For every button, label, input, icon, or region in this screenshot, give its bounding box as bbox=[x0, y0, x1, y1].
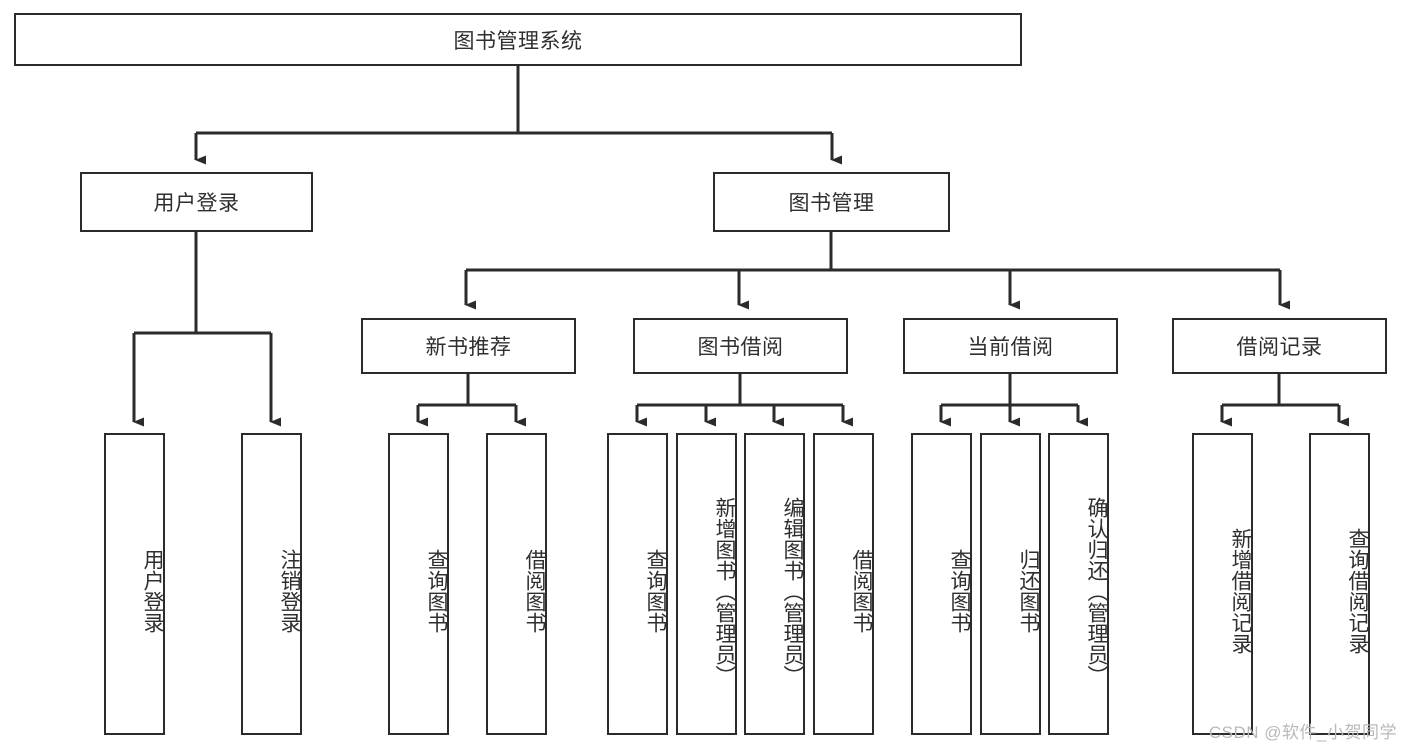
node-book-borrow[interactable]: 图书借阅 bbox=[633, 318, 848, 374]
node-root[interactable]: 图书管理系统 bbox=[14, 13, 1022, 66]
node-label: 查询图书 bbox=[644, 549, 667, 633]
node-label: 确认归还（管理员） bbox=[1085, 496, 1108, 686]
node-book-management[interactable]: 图书管理 bbox=[713, 172, 950, 232]
leaf-current-return-book[interactable]: 归还图书 bbox=[980, 433, 1041, 735]
node-label: 图书管理系统 bbox=[453, 29, 583, 53]
node-label: 查询图书 bbox=[425, 549, 448, 633]
leaf-borrow-edit-book[interactable]: 编辑图书（管理员） bbox=[744, 433, 805, 735]
node-label: 归还图书 bbox=[1017, 549, 1040, 633]
leaf-borrow-query-book[interactable]: 查询图书 bbox=[607, 433, 668, 735]
leaf-record-add-record[interactable]: 新增借阅记录 bbox=[1192, 433, 1253, 735]
node-user-login[interactable]: 用户登录 bbox=[80, 172, 313, 232]
node-label: 借阅图书 bbox=[523, 549, 546, 633]
leaf-recommend-query-book[interactable]: 查询图书 bbox=[388, 433, 449, 735]
node-label: 用户登录 bbox=[141, 549, 164, 633]
leaf-record-query-record[interactable]: 查询借阅记录 bbox=[1309, 433, 1370, 735]
node-label: 用户登录 bbox=[153, 192, 240, 215]
leaf-borrow-add-book[interactable]: 新增图书（管理员） bbox=[676, 433, 737, 735]
node-current-borrow[interactable]: 当前借阅 bbox=[903, 318, 1118, 374]
leaf-borrow-borrow-book[interactable]: 借阅图书 bbox=[813, 433, 874, 735]
node-label: 借阅图书 bbox=[850, 549, 873, 633]
node-new-book-recommend[interactable]: 新书推荐 bbox=[361, 318, 576, 374]
leaf-current-confirm-return[interactable]: 确认归还（管理员） bbox=[1048, 433, 1109, 735]
node-label: 新增借阅记录 bbox=[1229, 528, 1252, 654]
node-label: 新书推荐 bbox=[425, 336, 512, 359]
node-label: 编辑图书（管理员） bbox=[781, 496, 804, 686]
node-label: 当前借阅 bbox=[967, 336, 1054, 359]
node-label: 查询图书 bbox=[948, 549, 971, 633]
leaf-user-login-login[interactable]: 用户登录 bbox=[104, 433, 165, 735]
node-label: 查询借阅记录 bbox=[1346, 528, 1369, 654]
node-label: 借阅记录 bbox=[1236, 336, 1323, 359]
node-label: 图书借阅 bbox=[697, 336, 784, 359]
leaf-current-query-book[interactable]: 查询图书 bbox=[911, 433, 972, 735]
node-label: 新增图书（管理员） bbox=[713, 496, 736, 686]
node-label: 图书管理 bbox=[788, 192, 875, 215]
watermark: CSDN @软件_小贺同学 bbox=[1208, 723, 1397, 742]
node-label: 注销登录 bbox=[278, 549, 301, 633]
node-borrow-record[interactable]: 借阅记录 bbox=[1172, 318, 1387, 374]
leaf-user-login-logout[interactable]: 注销登录 bbox=[241, 433, 302, 735]
leaf-recommend-borrow-book[interactable]: 借阅图书 bbox=[486, 433, 547, 735]
